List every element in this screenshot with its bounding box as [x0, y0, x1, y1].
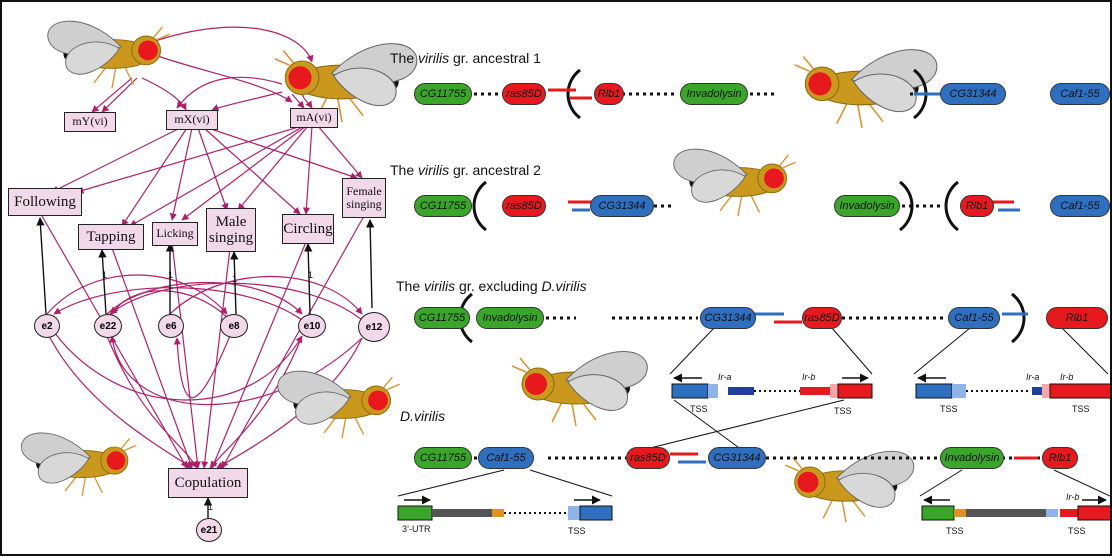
- label-tss: TSS: [690, 404, 708, 414]
- error-e22: e22: [94, 314, 122, 338]
- gene-caf1-55: Caf1-55: [478, 447, 534, 469]
- coef-label: 1: [102, 270, 108, 280]
- label-tss: TSS: [1068, 526, 1086, 536]
- label-ir-b: Ir-b: [1060, 372, 1074, 382]
- detail-panel-1: [671, 373, 873, 399]
- gene-rlb1: Rlb1: [960, 195, 994, 217]
- gene-rlb1: Rlb1: [594, 83, 624, 105]
- node-female-singing: Female singing: [342, 178, 386, 218]
- coef-label: 1: [232, 274, 238, 284]
- gene-rlb1: Rlb1: [1046, 307, 1108, 329]
- label-tss: TSS: [568, 526, 586, 536]
- node-ma: mA(vi): [290, 108, 338, 128]
- gene-cg11755: CG11755: [414, 447, 472, 469]
- row-title-dvirilis: D.virilis: [400, 408, 446, 424]
- detail-panel-4: [921, 495, 1110, 521]
- label-ir-b: Ir-b: [1066, 492, 1080, 502]
- gene-cg11755: CG11755: [414, 195, 472, 217]
- gene-cg31344: CG31344: [700, 307, 756, 329]
- node-tapping: Tapping: [78, 224, 144, 250]
- node-male-singing: Male singing: [206, 208, 256, 252]
- error-e21: e21: [196, 518, 222, 542]
- gene-cg11755: CG11755: [414, 83, 472, 105]
- gene-cg11755: CG11755: [414, 307, 470, 329]
- gene-cg31344: CG31344: [590, 195, 654, 217]
- error-e6: e6: [158, 314, 184, 338]
- coef-label: 1: [208, 502, 214, 512]
- node-licking: Licking: [152, 222, 198, 246]
- label-tss: TSS: [1072, 404, 1090, 414]
- row-title-ancestral-2: The virilis gr. ancestral 2: [390, 162, 541, 178]
- row-title-ancestral-1: The virilis gr. ancestral 1: [390, 50, 541, 66]
- gene-caf1-55: Caf1-55: [948, 307, 1000, 329]
- error-e12: e12: [358, 312, 390, 342]
- gene-invadolysin: Invadolysin: [834, 195, 900, 217]
- gene-invadolysin: Invadolysin: [940, 447, 1004, 469]
- label-tss: TSS: [834, 406, 852, 416]
- sem-arrows: [41, 26, 365, 469]
- label-ir-a: Ir-a: [1026, 372, 1040, 382]
- gene-invadolysin: Invadolysin: [680, 83, 748, 105]
- node-circling: Circling: [282, 214, 334, 244]
- node-copulation: Copulation: [168, 468, 248, 498]
- gene-ras85d: ras85D: [802, 307, 842, 329]
- coef-label: 1: [308, 270, 314, 280]
- detail-panel-3: [397, 495, 613, 521]
- gene-ras85d: ras85D: [502, 195, 546, 217]
- label-utr: 3’-UTR: [402, 524, 431, 534]
- gene-invadolysin: Invadolysin: [476, 307, 544, 329]
- error-e10: e10: [298, 314, 326, 338]
- label-ir-a: Ir-a: [718, 372, 732, 382]
- node-mx: mX(vi): [166, 110, 218, 130]
- label-tss: TSS: [940, 404, 958, 414]
- gene-ras85d: ras85D: [626, 447, 670, 469]
- node-following: Following: [8, 188, 82, 216]
- coef-label: 1: [168, 270, 174, 280]
- inversion-brackets: [458, 68, 1026, 344]
- label-tss: TSS: [946, 526, 964, 536]
- zoom-lines: [397, 327, 1110, 497]
- gene-rlb1: Rlb1: [1042, 447, 1078, 469]
- error-e2: e2: [34, 314, 60, 338]
- gene-ras85d: ras85D: [502, 83, 546, 105]
- error-e8: e8: [220, 314, 248, 338]
- gene-cg31344: CG31344: [940, 83, 1006, 105]
- node-my: mY(vi): [64, 112, 116, 132]
- gene-cg31344: CG31344: [708, 447, 766, 469]
- gene-caf1-55: Caf1-55: [1050, 195, 1110, 217]
- row-title-excluding: The virilis gr. excluding D.virilis: [396, 278, 587, 294]
- label-ir-b: Ir-b: [802, 372, 816, 382]
- gene-caf1-55: Caf1-55: [1050, 83, 1110, 105]
- detail-panel-2: [915, 373, 1110, 399]
- chromosome-lines: [474, 92, 1040, 460]
